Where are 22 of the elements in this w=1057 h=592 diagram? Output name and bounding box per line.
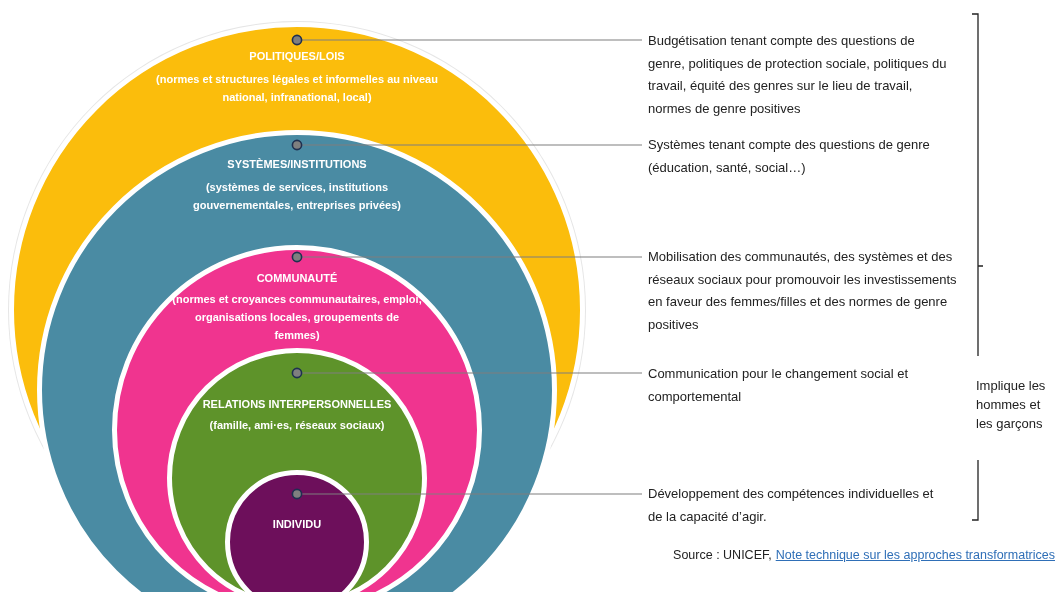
ring-title: SYSTÈMES/INSTITUTIONS xyxy=(226,158,368,170)
description-text: Communication pour le changement social et comportemental xyxy=(648,363,948,408)
ring-title: COMMUNAUTÉ xyxy=(255,272,339,284)
note-text: Implique les hommes et les garçons xyxy=(976,377,1047,433)
leader-line xyxy=(291,34,643,46)
leader-line xyxy=(291,251,643,263)
ring-title: INDIVIDU xyxy=(271,518,323,530)
ring-description: (systèmes de services, institutions gouvernementales, entreprises privées) xyxy=(192,180,402,213)
ring-description: (famille, ami·es, réseaux sociaux) xyxy=(208,418,386,433)
ring-title: RELATIONS INTERPERSONNELLES xyxy=(201,398,393,410)
description-text: Développement des compétences individuelles et de la capacité d’agir. xyxy=(648,483,948,528)
ring-description: (normes et structures légales et informelles au niveau national, infranational, local) xyxy=(155,72,439,105)
leader-line xyxy=(291,367,643,379)
leader-line xyxy=(291,139,643,151)
source-text: Source : UNICEF, xyxy=(673,548,772,562)
ring-description: (normes et croyances communautaires, emploi, organisations locales, groupements de femmes) xyxy=(172,292,422,343)
leader-line xyxy=(291,488,643,500)
ring-title: POLITIQUES/LOIS xyxy=(248,50,346,62)
source-link: Note technique sur les approches transformatrices xyxy=(775,548,1055,562)
description-text: Systèmes tenant compte des questions de genre (éducation, santé, social…) xyxy=(648,134,938,179)
description-text: Budgétisation tenant compte des questions de genre, politiques de protection sociale, politiques du travail, équité des genres sur le lieu de travail, normes de genre positives xyxy=(648,30,948,120)
description-text: Mobilisation des communautés, des systèmes et des réseaux sociaux pour promouvoir les investissements en faveur des femmes/filles et des normes de genre positives xyxy=(648,246,968,336)
